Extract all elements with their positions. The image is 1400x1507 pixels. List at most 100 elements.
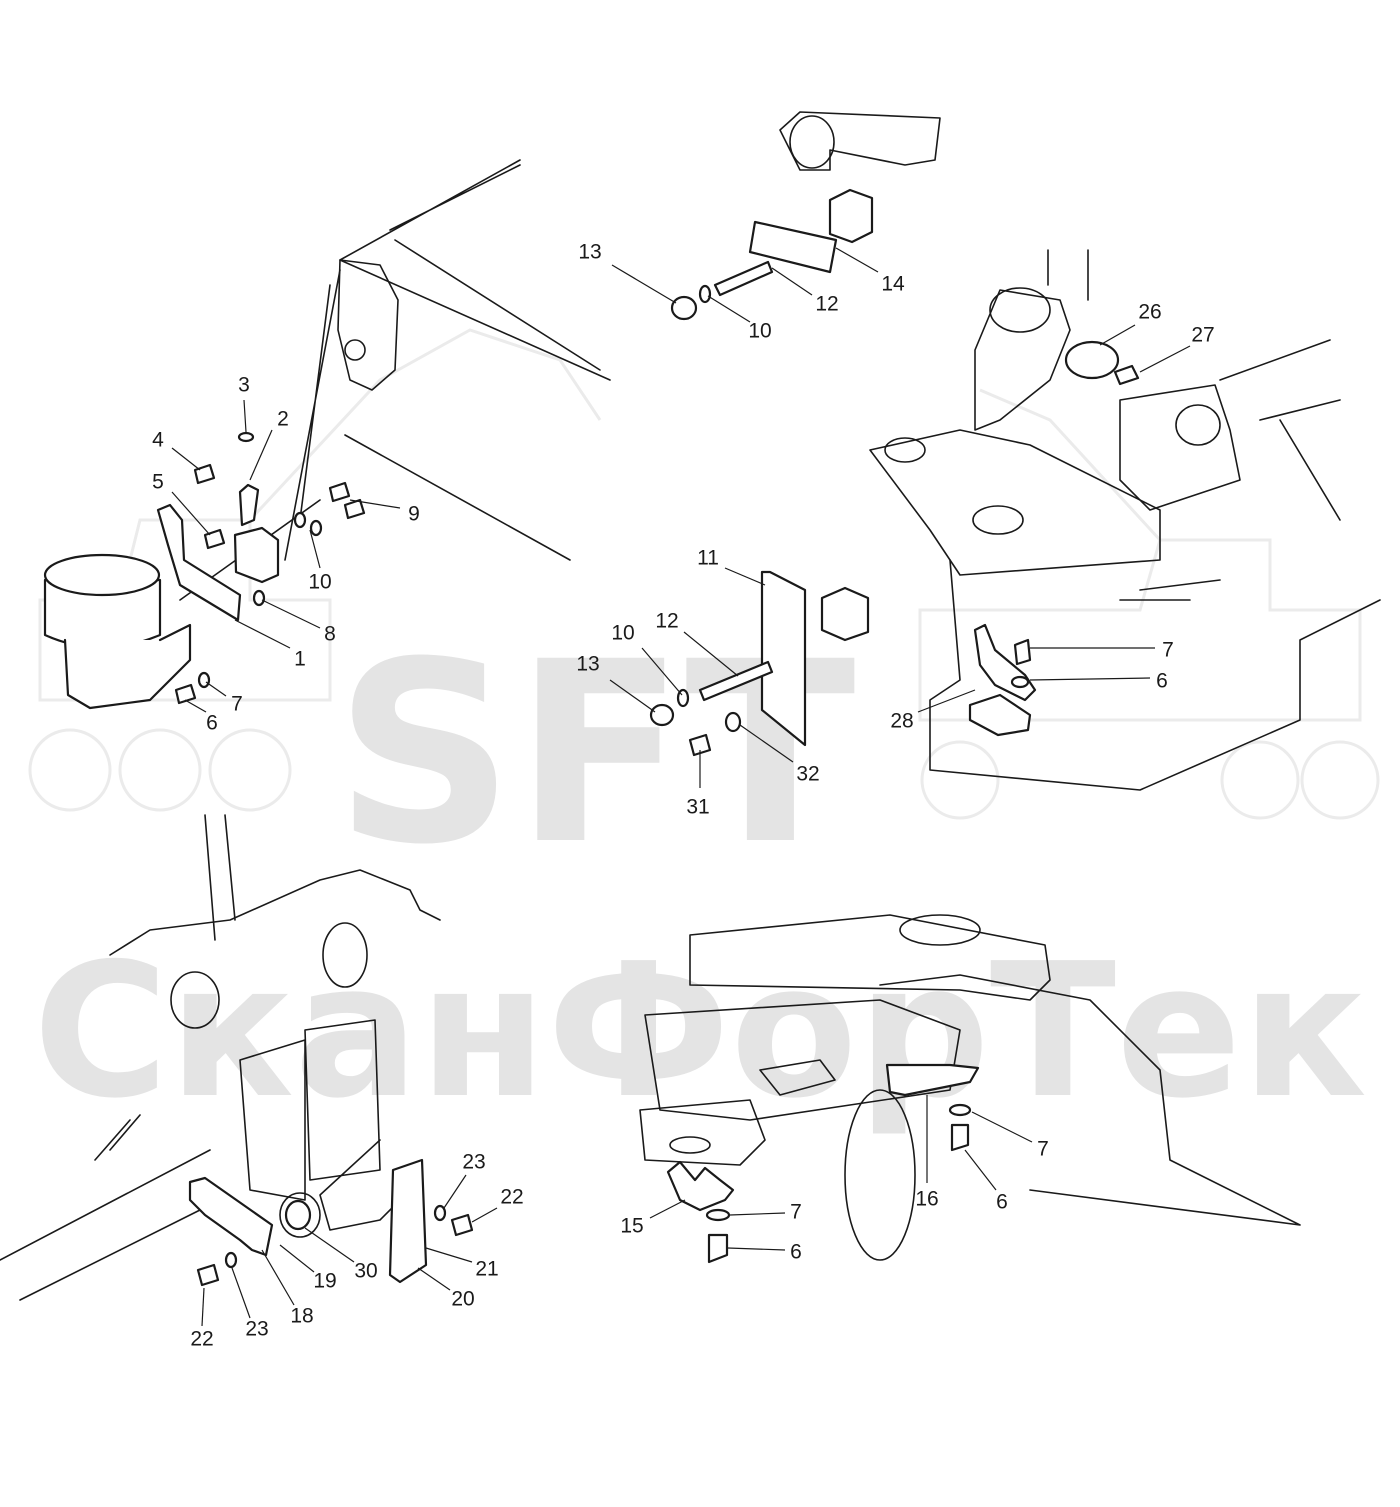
callout-c26: 26 [1099, 301, 1162, 346]
callout-number: 5 [152, 471, 164, 494]
callout-number: 16 [915, 1188, 938, 1211]
upper-arm-ghost [779, 111, 941, 171]
callout-leader-line [243, 399, 247, 433]
callout-number: 32 [796, 763, 819, 786]
callout-leader-line [771, 267, 813, 296]
callout-number: 10 [308, 571, 331, 594]
callout-c1: 1 [234, 619, 306, 671]
callout-number: 15 [620, 1215, 643, 1238]
lower-plate-right [968, 693, 1032, 737]
nut-washer-b [649, 688, 742, 757]
callout-number: 12 [815, 293, 838, 316]
callout-c9: 9 [349, 499, 420, 526]
callout-c8: 8 [261, 599, 336, 646]
callout-number: 23 [245, 1318, 268, 1341]
callout-leader-line [917, 689, 976, 713]
cover-26 [1064, 340, 1120, 380]
callout-leader-line [184, 699, 207, 713]
callout-number: 22 [190, 1328, 213, 1351]
callout-c7b: 7 [1030, 639, 1174, 662]
callout-leader-line [304, 1227, 355, 1263]
callout-leader-line [171, 491, 211, 536]
callout-leader-line [234, 619, 291, 649]
callout-leader-line [349, 499, 401, 509]
callout-leader-line [707, 295, 751, 323]
callout-leader-line [1029, 677, 1151, 681]
bracket-16 [885, 1063, 980, 1097]
callout-c2: 2 [249, 408, 289, 481]
callout-number: 23 [462, 1151, 485, 1174]
callout-leader-line [249, 429, 273, 481]
callout-leader-line [1139, 345, 1191, 373]
callout-c10c: 10 [611, 622, 683, 696]
callout-c20: 20 [417, 1267, 475, 1311]
bolts-group-c [705, 1103, 972, 1264]
callout-c22b: 22 [190, 1287, 214, 1351]
callout-leader-line [835, 247, 879, 273]
callout-c11: 11 [697, 547, 766, 586]
callout-number: 31 [686, 796, 709, 819]
callout-c18: 18 [261, 1249, 314, 1328]
callout-number: 14 [881, 273, 905, 296]
callout-leader-line [231, 1267, 251, 1319]
callout-c6b: 6 [1029, 670, 1168, 693]
callout-leader-line [205, 681, 227, 697]
callout-number: 18 [290, 1305, 313, 1328]
callout-number: 9 [408, 503, 420, 526]
spring-12a [713, 260, 774, 297]
callout-c32: 32 [739, 724, 820, 786]
callout-leader-line [201, 1287, 205, 1327]
callout-c22a: 22 [471, 1186, 524, 1223]
callout-number: 7 [231, 693, 243, 716]
callout-leader-line [443, 1174, 467, 1209]
guard-18 [188, 1176, 274, 1257]
callout-number: 2 [277, 408, 289, 431]
callout-leader-line [641, 647, 683, 696]
callout-leader-line [171, 447, 201, 471]
bracket-28 [973, 623, 1037, 702]
callout-number: 6 [790, 1241, 802, 1264]
spring-12b [698, 660, 774, 702]
callout-number: 7 [790, 1201, 802, 1224]
callout-leader-line [609, 679, 656, 713]
guard-20 [388, 1158, 428, 1284]
mount-block-mid [820, 586, 870, 642]
callout-number: 13 [578, 241, 601, 264]
callout-number: 6 [1156, 670, 1168, 693]
switch-plate-14 [748, 220, 838, 274]
callout-c6a: 6 [184, 699, 218, 735]
callout-leader-line [417, 1267, 451, 1291]
watermark-name: СканФорТек [33, 923, 1367, 1139]
callout-leader-line [611, 264, 677, 304]
callout-leader-line [471, 1207, 498, 1223]
callout-c21: 21 [425, 1247, 499, 1281]
callout-leader-line [724, 567, 766, 586]
callout-c27: 27 [1139, 324, 1215, 373]
watermark-excavator-right-icon [918, 388, 1380, 820]
callout-leader-line [964, 1149, 997, 1191]
washer-30 [284, 1199, 312, 1231]
callout-c6c: 6 [727, 1241, 802, 1264]
bracket-15 [666, 1160, 735, 1212]
callout-c19: 19 [279, 1244, 337, 1293]
callout-leader-line [683, 631, 739, 677]
callout-c7a: 7 [205, 681, 243, 716]
callout-number: 28 [890, 710, 913, 733]
nut-washer-a [670, 284, 712, 321]
mount-block [233, 526, 280, 584]
callout-number: 26 [1138, 301, 1161, 324]
watermark: SFT СканФорТек [28, 328, 1380, 1139]
callout-c23a: 23 [443, 1151, 486, 1209]
callout-c6d: 6 [964, 1149, 1008, 1214]
boom-assembly [0, 814, 441, 1301]
callout-c7c: 7 [729, 1201, 802, 1224]
hydraulic-tank [43, 553, 192, 710]
bolt-27 [1113, 364, 1140, 386]
callout-c16: 16 [915, 1095, 939, 1211]
callout-c23b: 23 [231, 1267, 269, 1341]
callout-number: 11 [697, 547, 719, 570]
swing-bracket-assembly [639, 914, 1301, 1261]
callout-leader-line [727, 1247, 786, 1251]
callout-c13b: 13 [576, 653, 656, 713]
